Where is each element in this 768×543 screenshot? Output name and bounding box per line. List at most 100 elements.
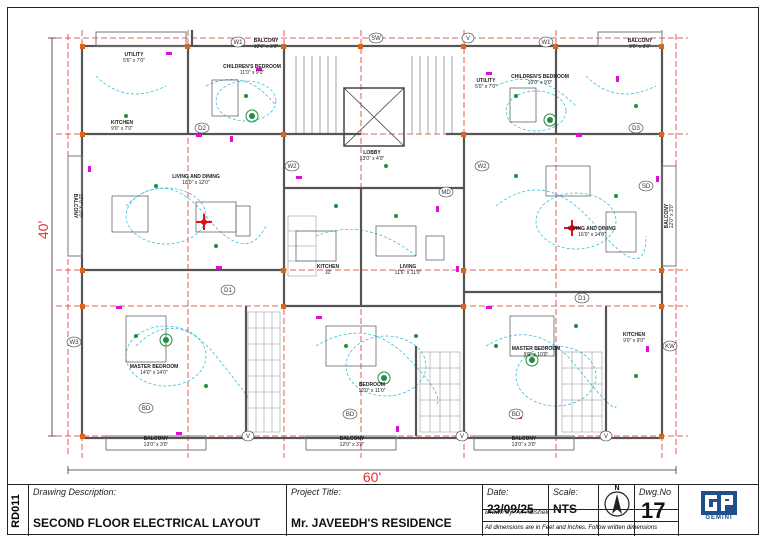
project-label: Project Title: (291, 487, 341, 497)
room-size: 10' (325, 270, 332, 276)
room-size: 13'0" x 4'0" (360, 156, 385, 162)
room-name: MASTER BEDROOM (130, 364, 179, 370)
room-name: BALCONY (512, 436, 537, 442)
room-name: BALCONY (340, 436, 365, 442)
room-size: 11'6" x 11'0" (395, 270, 422, 276)
firm-logo-icon (701, 491, 737, 515)
room-size: 12'0" x 3'0" (77, 194, 83, 219)
room-size: 13'0" x 3'0" (144, 442, 169, 448)
balcony-side-labels: BALCONY 12'0" x 3'0" BALCONY 12'0" x 3'0… (72, 194, 675, 229)
sheet-border (7, 7, 759, 535)
logo-cell: GEMINI (679, 485, 759, 536)
tag-v-left: V (241, 430, 255, 442)
toilet-tiles (247, 215, 603, 433)
tag-w1-left: W1 (230, 36, 246, 48)
room-size: 11'0" x 9'0" (240, 70, 264, 76)
svg-text:V: V (246, 434, 250, 440)
room-name: LOBBY (363, 150, 381, 156)
tag-md: MD (438, 186, 454, 198)
tag-w3: W3 (66, 336, 82, 348)
svg-text:MD: MD (441, 190, 451, 196)
tag-v-top: V (461, 32, 475, 44)
svg-text:W1: W1 (542, 40, 552, 46)
tag-bd-center: BD (342, 408, 358, 420)
floor-plan: W1 W1 SW V W2 W2 W3 D1 D1 D2 D3 MD KW BD… (35, 30, 688, 482)
north-label: N (614, 485, 620, 492)
room-size: 12'0" x 3'0" (669, 203, 675, 228)
tag-v-mid: V (455, 430, 469, 442)
room-size: 10'0" x 9'0" (528, 80, 553, 86)
svg-text:BD: BD (346, 412, 355, 418)
room-size: 12'0" x 3'0" (340, 442, 365, 448)
svg-text:V: V (466, 36, 470, 42)
room-size: 9'0" x 3'0" (629, 44, 651, 50)
room-name: CHILDREN'S BEDROOM (223, 64, 281, 70)
room-size: 5'0" x 7'0" (475, 84, 497, 90)
room-size: 9'0" x 10'0" (524, 352, 549, 358)
project-title: Mr. JAVEEDH'S RESIDENCE (291, 516, 452, 530)
dwg-no-label: Dwg.No (639, 487, 672, 497)
svg-text:D3: D3 (632, 126, 640, 132)
svg-text:SW: SW (371, 36, 381, 42)
svg-text:V: V (460, 434, 464, 440)
svg-text:D1: D1 (578, 296, 586, 302)
tag-sw: SW (368, 32, 384, 44)
drawing-description: SECOND FLOOR ELECTRICAL LAYOUT (33, 516, 261, 530)
tag-d1-right: D1 (574, 292, 590, 304)
date-label: Date: (487, 487, 509, 497)
svg-text:D1: D1 (224, 288, 232, 294)
drawn-by: Drawn by: Ar. Abishek (485, 509, 549, 516)
logo-text: GEMINI (705, 515, 733, 521)
room-size: 12'0" x 11'0" (358, 388, 385, 394)
dwg-no: 17 (641, 498, 666, 523)
description-label: Drawing Description: (33, 487, 117, 497)
svg-text:D2: D2 (198, 126, 206, 132)
tag-w1-right: W1 (538, 36, 554, 48)
room-size: 14'0" x 14'0" (140, 370, 168, 376)
room-name: KITCHEN (623, 332, 646, 338)
tag-d2: D2 (194, 122, 210, 134)
overall-dimensions: 60' 40' (35, 37, 677, 482)
tag-d3: D3 (628, 122, 644, 134)
room-name: KITCHEN (111, 120, 134, 126)
dwg-no-cell: Dwg.No 17 (635, 485, 679, 536)
room-name: BALCONY (72, 194, 78, 219)
svg-text:W2: W2 (288, 164, 298, 170)
room-name: BALCONY (144, 436, 169, 442)
description-cell: Drawing Description: SECOND FLOOR ELECTR… (29, 485, 287, 536)
svg-text:V: V (604, 434, 608, 440)
room-name: LIVING (400, 264, 417, 270)
north-arrow-icon (604, 491, 630, 517)
svg-text:SD: SD (642, 184, 651, 190)
room-size: 9'0" x 7'0" (111, 126, 133, 132)
staircase (295, 56, 453, 147)
walls (80, 30, 664, 440)
room-name: BEDROOM (359, 382, 385, 388)
tag-bd-left: BD (138, 402, 154, 414)
ceiling-fans (159, 109, 580, 385)
room-size: 13'0" x 3'0" (512, 442, 537, 448)
sheet-code-cell: RD011 (7, 485, 29, 536)
title-block: RD011 Drawing Description: SECOND FLOOR … (7, 484, 759, 536)
tag-w2-left: W2 (284, 160, 300, 172)
svg-text:W1: W1 (234, 40, 244, 46)
depth-dimension: 40' (35, 221, 51, 239)
tag-d1-left: D1 (220, 284, 236, 296)
svg-text:W3: W3 (70, 340, 80, 346)
svg-text:KW: KW (665, 344, 675, 350)
room-name: UTILITY (125, 52, 145, 58)
width-dimension: 60' (363, 469, 381, 482)
svg-text:W2: W2 (478, 164, 488, 170)
room-size: 16'0" x 14'0" (578, 232, 606, 238)
furniture (111, 79, 637, 367)
room-name: MASTER BEDROOM (512, 346, 561, 352)
room-name: BALCONY (254, 38, 279, 44)
tag-sd-left: SD (638, 180, 654, 192)
room-name: UTILITY (477, 78, 497, 84)
tag-v-right: V (599, 430, 613, 442)
light-points (124, 94, 638, 388)
svg-text:BD: BD (512, 412, 521, 418)
scale-label: Scale: (553, 487, 579, 497)
tag-w2-right: W2 (474, 160, 490, 172)
